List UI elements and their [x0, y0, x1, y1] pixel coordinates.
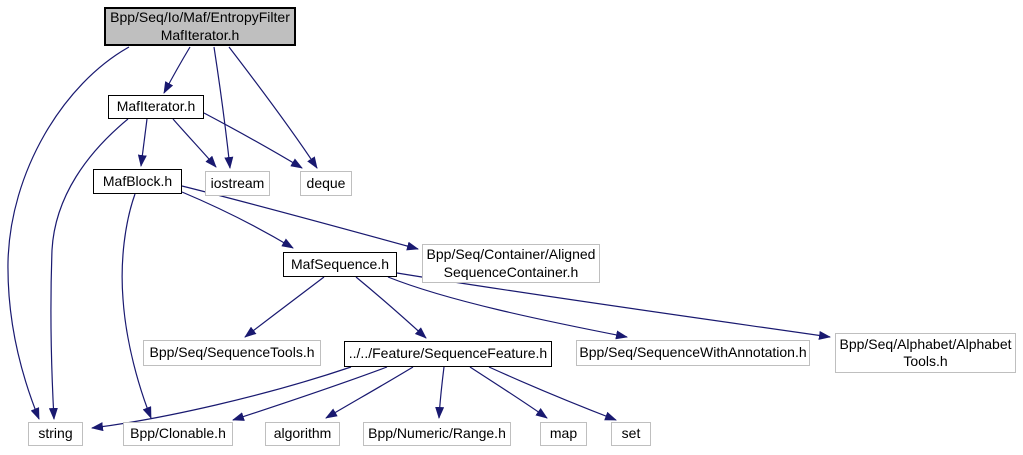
node-algorithm: algorithm [265, 422, 340, 446]
node-maf-block-h[interactable]: MafBlock.h [93, 169, 182, 194]
node-maf-sequence-h[interactable]: MafSequence.h [283, 252, 397, 277]
node-string: string [28, 422, 83, 446]
edge-entropy-to-iostream [213, 46, 234, 169]
node-aligned-sequence-container-h: Bpp/Seq/Container/Aligned SequenceContai… [422, 244, 600, 283]
node-map: map [540, 422, 587, 446]
edge-mafblock-to-mafsequence [181, 191, 294, 249]
node-entropy-filter-maf-iterator-h: Bpp/Seq/Io/Maf/EntropyFilter MafIterator… [104, 7, 296, 46]
edge-mafsequence-to-seqtools [244, 276, 325, 338]
node-set: set [611, 422, 651, 446]
edge-mafiterator-to-iostream [172, 118, 217, 168]
node-sequence-with-annotation-h: Bpp/Seq/SequenceWithAnnotation.h [576, 340, 810, 366]
edge-entropy-to-mafiterator [163, 46, 191, 94]
node-maf-iterator-h[interactable]: MafIterator.h [108, 95, 204, 119]
edge-seqfeature-to-string [91, 366, 352, 432]
edge-seqfeature-to-algorithm [325, 366, 414, 419]
edge-seqfeature-to-set [488, 366, 617, 421]
edge-entropy-to-deque [228, 46, 318, 169]
edge-seqfeature-to-clonable [232, 366, 388, 421]
node-bpp-numeric-range-h: Bpp/Numeric/Range.h [363, 422, 511, 446]
edge-mafiterator-to-deque [203, 112, 303, 169]
edge-mafiterator-to-string [48, 118, 129, 420]
edge-mafblock-to-clonable [121, 193, 152, 419]
node-bpp-clonable-h: Bpp/Clonable.h [123, 422, 233, 446]
node-sequence-feature-h[interactable]: ../../Feature/SequenceFeature.h [344, 341, 552, 367]
node-alphabet-tools-h: Bpp/Seq/Alphabet/Alphabet Tools.h [835, 333, 1016, 373]
edge-seqfeature-to-range [435, 366, 445, 419]
edge-mafsequence-to-seqwithann [387, 276, 628, 340]
node-iostream: iostream [205, 171, 270, 196]
node-deque: deque [300, 171, 352, 196]
edge-mafiterator-to-mafblock [137, 118, 148, 167]
node-sequence-tools-h: Bpp/Seq/SequenceTools.h [143, 340, 321, 366]
edge-seqfeature-to-map [469, 366, 548, 419]
edge-mafsequence-to-seqfeature [355, 276, 427, 339]
